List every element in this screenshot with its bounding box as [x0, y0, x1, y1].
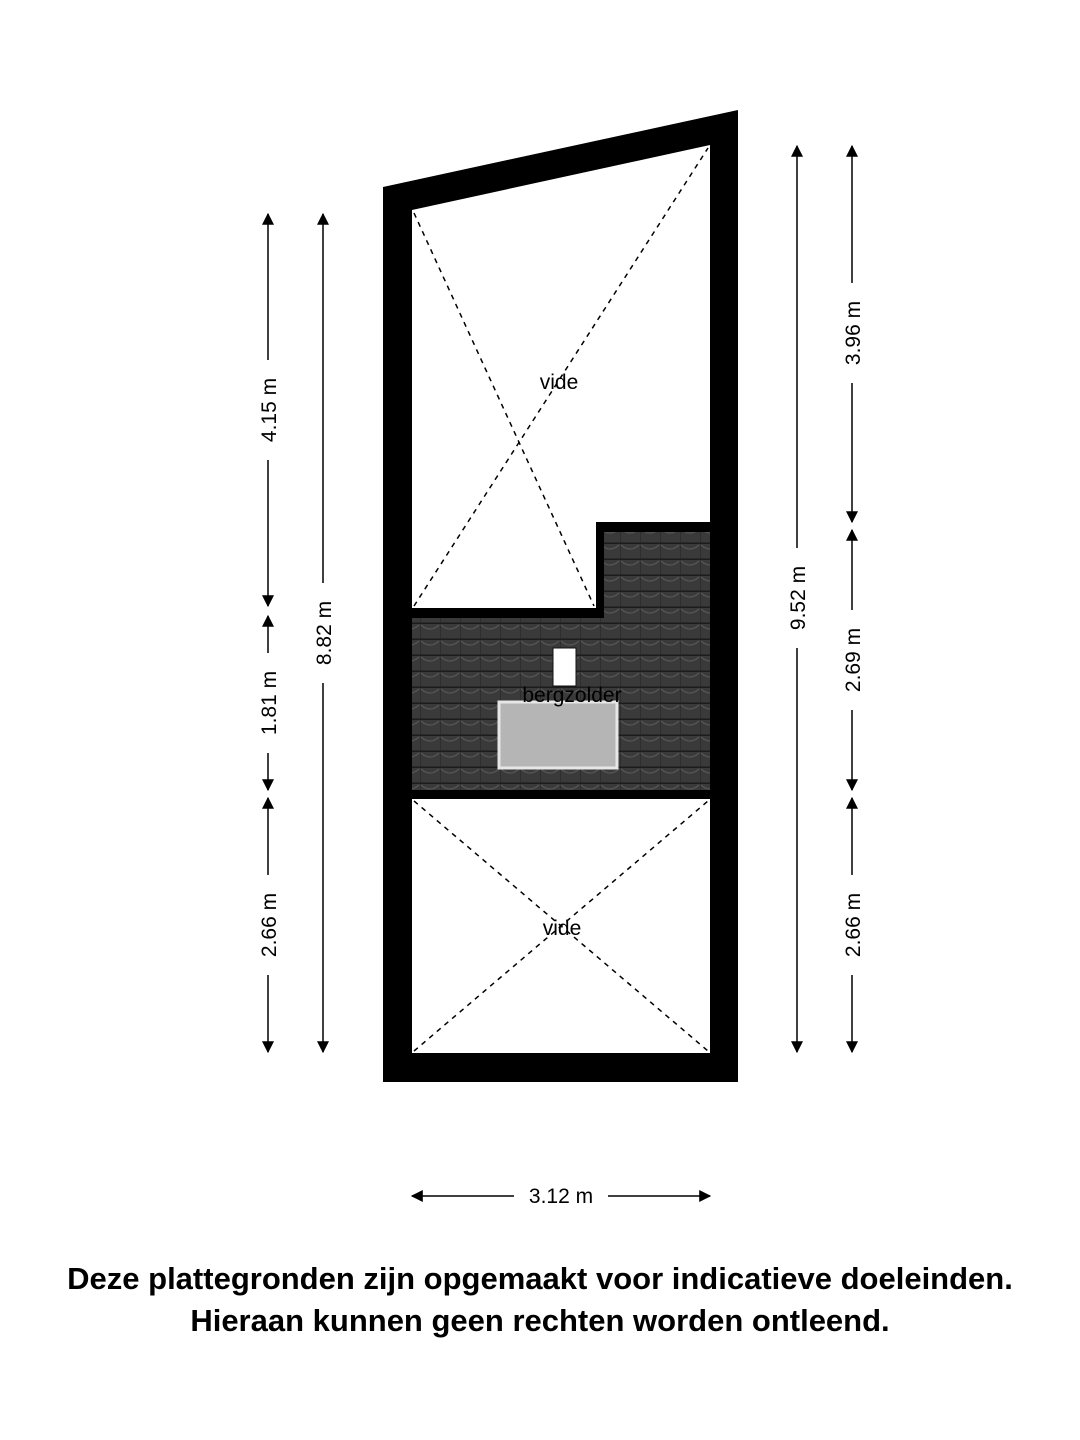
label-vide-bottom: vide [543, 917, 582, 940]
dim-label-left-middle: 1.81 m [258, 671, 281, 735]
disclaimer: Deze plattegronden zijn opgemaakt voor i… [0, 1258, 1080, 1342]
label-vide-top: vide [540, 371, 579, 394]
dim-label-left-top: 4.15 m [258, 378, 281, 442]
vide-top-cross [413, 147, 709, 607]
disclaimer-line-1: Deze plattegronden zijn opgemaakt voor i… [67, 1261, 1013, 1296]
dim-label-bottom-width: 3.12 m [529, 1185, 593, 1208]
skylight-icon [497, 700, 619, 770]
disclaimer-line-2: Hieraan kunnen geen rechten worden ontle… [190, 1303, 890, 1338]
dim-label-right-middle: 2.69 m [842, 628, 865, 692]
dim-label-left-bottom: 2.66 m [258, 893, 281, 957]
dim-label-right-outer: 9.52 m [787, 566, 810, 630]
vent-icon [552, 647, 577, 687]
label-bergzolder: bergzolder [522, 684, 621, 707]
dim-label-right-bottom: 2.66 m [842, 893, 865, 957]
floor-plan: vide bergzolder vide 4.15 m 1.81 m 2.66 … [258, 110, 865, 1208]
dim-label-left-outer: 8.82 m [313, 601, 336, 665]
vide-bottom-cross [413, 800, 709, 1052]
dim-label-right-top: 3.96 m [842, 301, 865, 365]
